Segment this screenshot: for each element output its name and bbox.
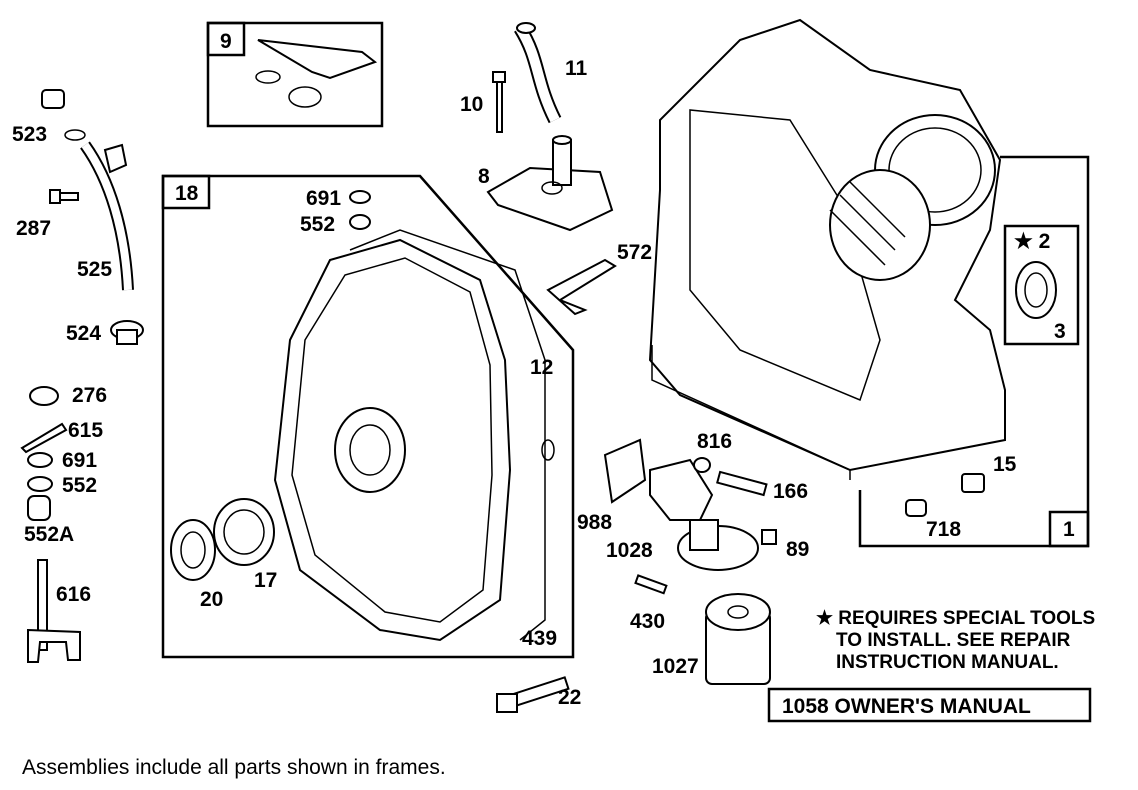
callout-287: 287 <box>16 217 51 240</box>
gasket-9 <box>255 39 378 108</box>
callout-89: 89 <box>786 538 809 561</box>
callout-15: 15 <box>993 453 1017 476</box>
bearing-17 <box>213 498 275 566</box>
bushing-552a <box>27 495 51 521</box>
washer-691-top <box>349 190 371 204</box>
frame-9 <box>206 21 384 128</box>
callout-9: 9 <box>220 30 232 53</box>
callout-20: 20 <box>200 588 223 611</box>
callout-18: 18 <box>175 182 199 205</box>
dipstick-tube-525 <box>80 141 134 291</box>
bolt-287 <box>49 189 79 204</box>
washer-552-top <box>349 214 371 230</box>
callout-552-top: 552 <box>300 213 335 236</box>
plug-89 <box>761 529 777 545</box>
callout-22: 22 <box>558 686 581 709</box>
callout-2: ★ 2 <box>1014 230 1050 253</box>
washer-552-left <box>27 476 53 492</box>
callout-1027: 1027 <box>652 655 699 678</box>
washer-691-left <box>27 452 53 468</box>
callout-166: 166 <box>773 480 808 503</box>
frame-1 <box>858 155 1090 548</box>
washer-816 <box>693 457 711 473</box>
note-line-3: INSTRUCTION MANUAL. <box>836 652 1059 673</box>
breather-8 <box>486 135 614 232</box>
bolt-22 <box>496 676 570 713</box>
callout-615: 615 <box>68 419 103 442</box>
o-ring-439 <box>541 439 555 461</box>
note-line-1: ★ REQUIRES SPECIAL TOOLS <box>816 608 1095 629</box>
callout-430: 430 <box>630 610 665 633</box>
bolt-10 <box>492 71 506 133</box>
dowel-718 <box>905 499 927 517</box>
adapter-1028 <box>649 458 759 571</box>
callout-988: 988 <box>577 511 612 534</box>
callout-691-top: 691 <box>306 187 341 210</box>
plug-15 <box>961 473 985 493</box>
callout-616: 616 <box>56 583 91 606</box>
callout-552-left: 552 <box>62 474 97 497</box>
plug-524 <box>110 320 144 345</box>
callout-276: 276 <box>72 384 107 407</box>
bolt-430 <box>634 574 668 595</box>
callout-523: 523 <box>12 123 47 146</box>
callout-10: 10 <box>460 93 483 116</box>
seal-20 <box>170 519 216 581</box>
frame-2 <box>1003 224 1080 346</box>
callout-3: 3 <box>1054 320 1066 343</box>
callout-572: 572 <box>617 241 652 264</box>
crankcase-1 <box>648 18 1006 480</box>
bracket-572 <box>546 258 617 316</box>
crankcase-cover-12 <box>273 229 546 642</box>
callout-552a: 552A <box>24 523 74 546</box>
callout-524: 524 <box>66 322 101 345</box>
oil-filter-1027 <box>705 593 771 685</box>
callout-718: 718 <box>926 518 961 541</box>
seal-3 <box>1015 261 1057 319</box>
callout-17: 17 <box>254 569 277 592</box>
dipstick-523 <box>41 89 86 141</box>
governor-shaft-616 <box>27 559 81 663</box>
gasket-988 <box>603 438 647 504</box>
callout-11: 11 <box>565 57 588 80</box>
manual-box <box>767 687 1092 723</box>
frame-18 <box>161 174 575 659</box>
callout-1028: 1028 <box>606 539 653 562</box>
callout-439: 439 <box>522 627 557 650</box>
callout-691-left: 691 <box>62 449 97 472</box>
callout-8: 8 <box>478 165 490 188</box>
stud-166 <box>716 470 768 497</box>
pin-615 <box>20 422 68 454</box>
manual-box-label: 1058 OWNER'S MANUAL <box>782 695 1031 718</box>
callout-816: 816 <box>697 430 732 453</box>
note-line-2: TO INSTALL. SEE REPAIR <box>836 630 1071 651</box>
breather-tube-11 <box>513 22 562 124</box>
callout-525: 525 <box>77 258 112 281</box>
seal-276 <box>29 386 59 406</box>
footer-caption: Assemblies include all parts shown in fr… <box>22 756 446 779</box>
callout-1: 1 <box>1063 518 1075 541</box>
callout-12: 12 <box>530 356 553 379</box>
